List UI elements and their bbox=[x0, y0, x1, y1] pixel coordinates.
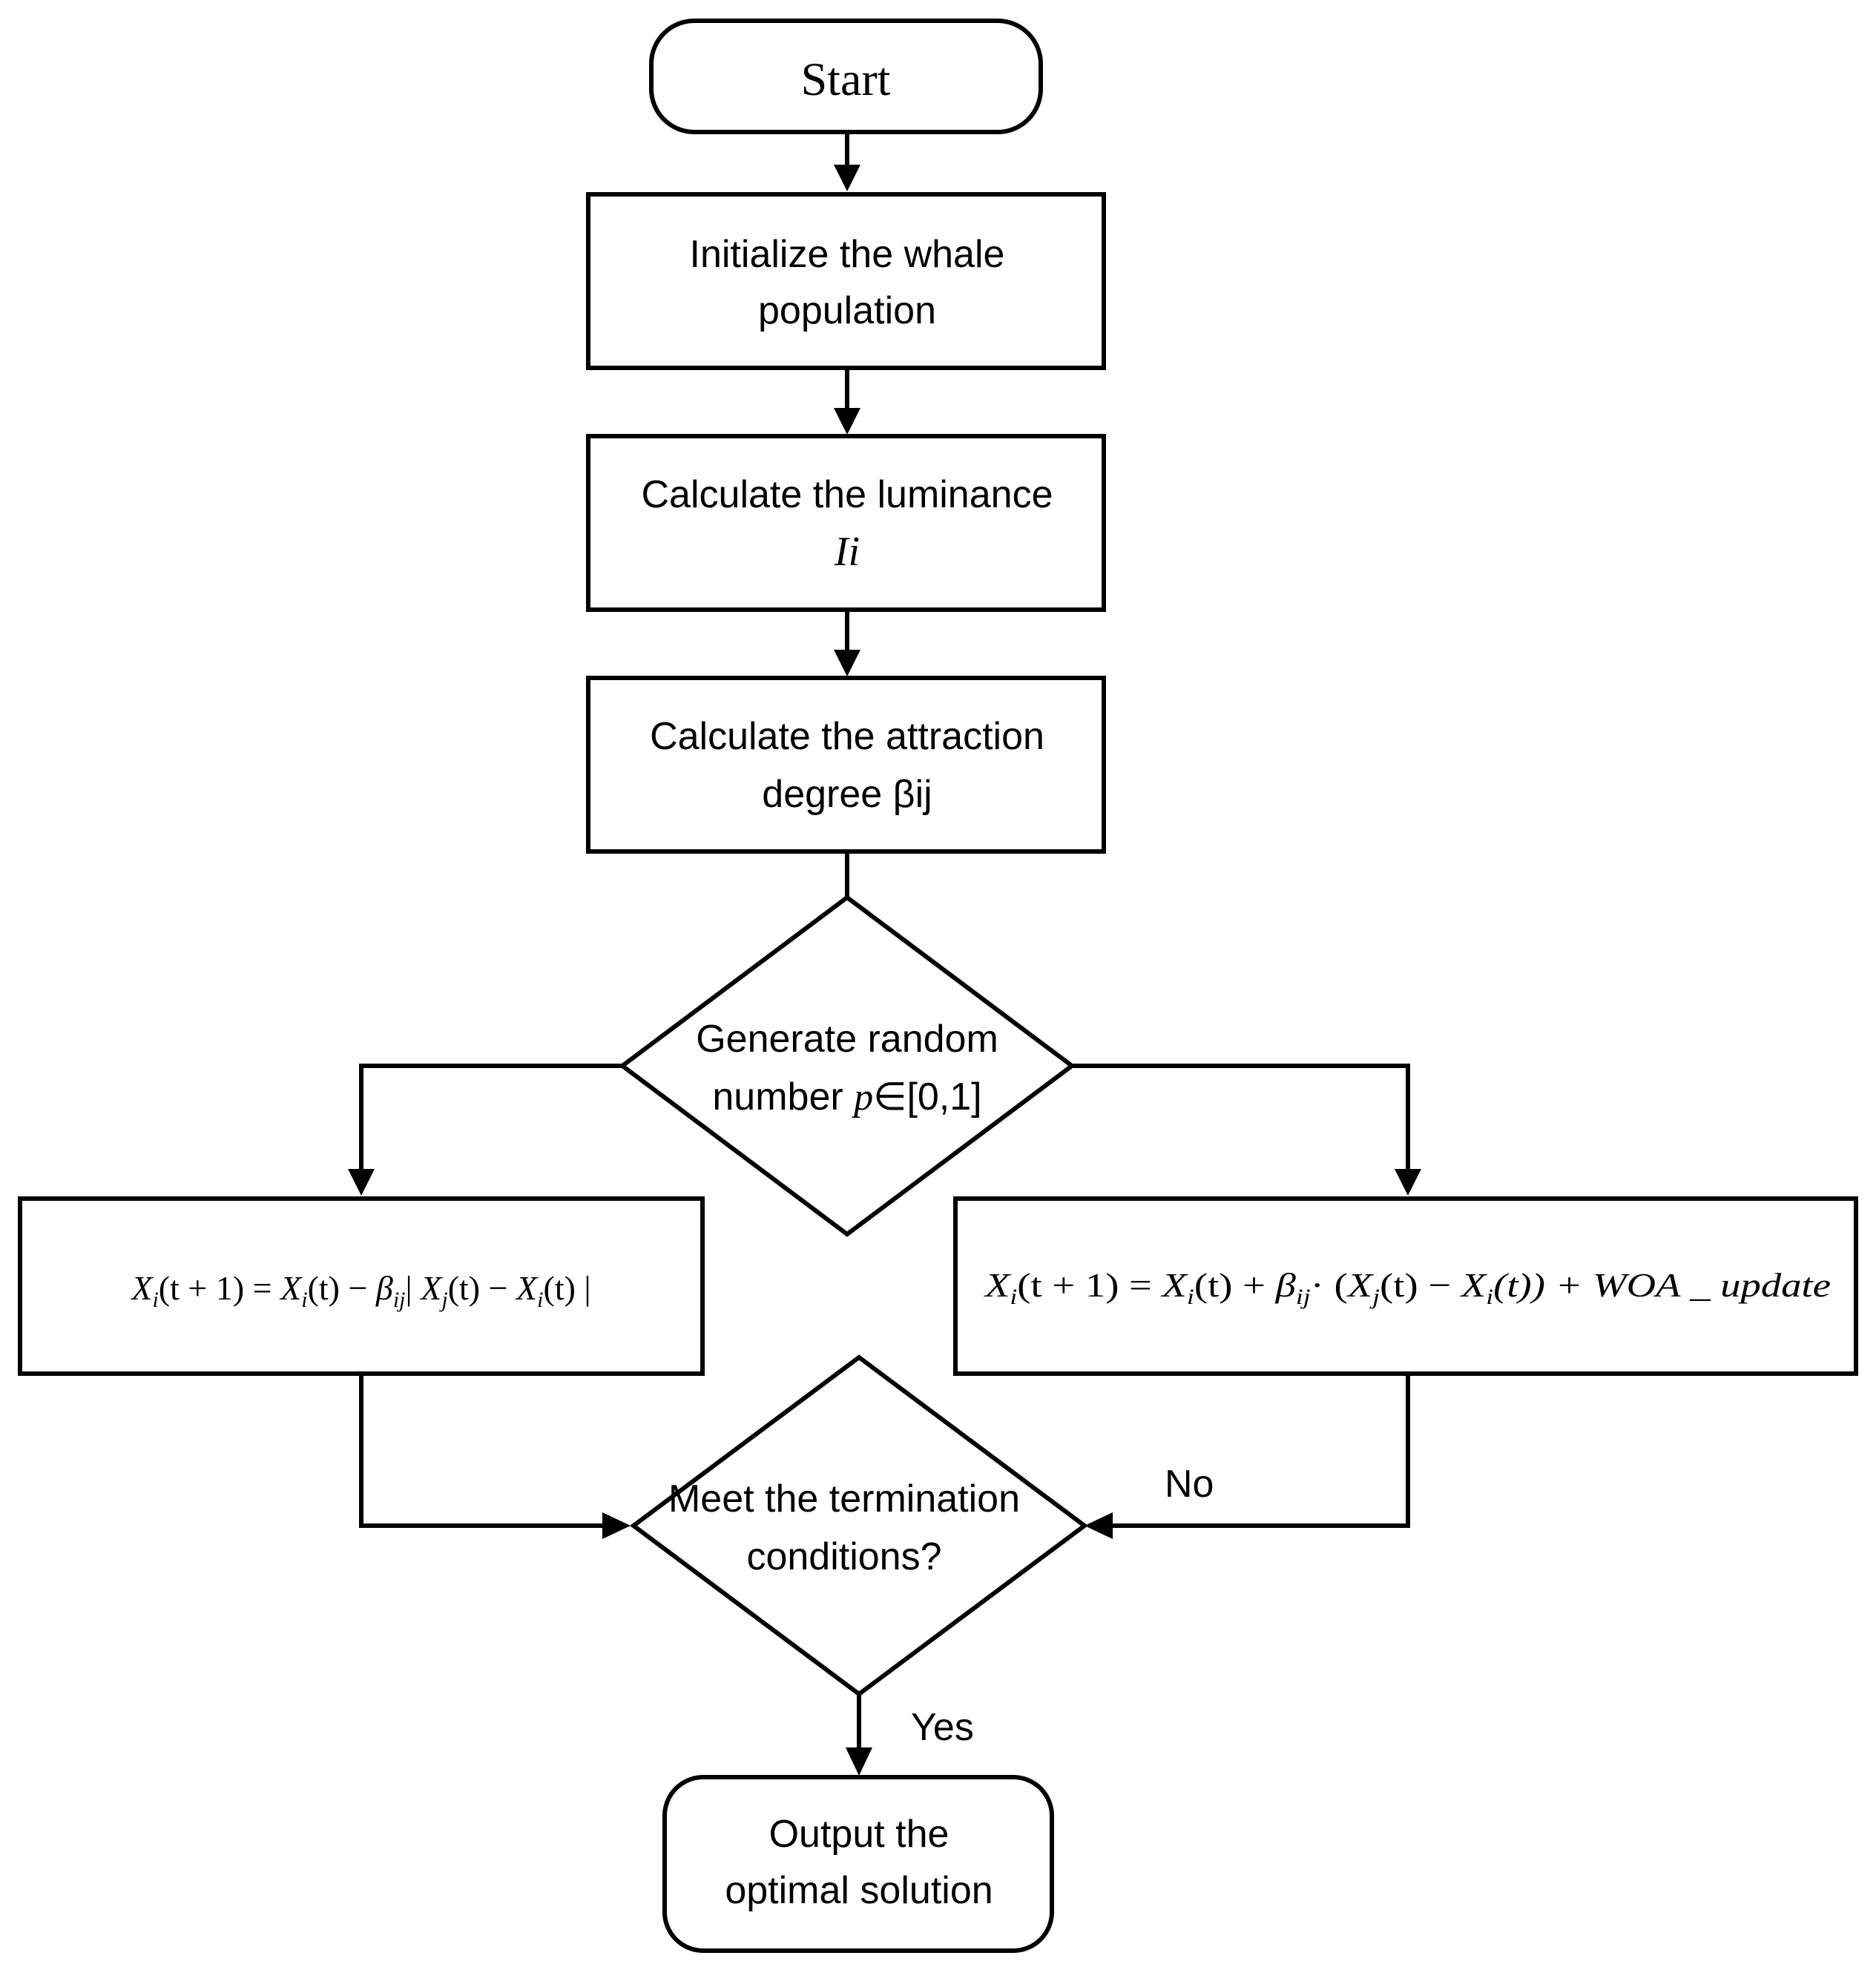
termination-label-line2: conditions? bbox=[746, 1535, 941, 1578]
init-node: Initialize the whale population bbox=[586, 192, 1106, 370]
formula-left-node: Xi(t + 1) = Xi(t) − βij| Xj(t) − Xi(t) | bbox=[18, 1196, 705, 1376]
attraction-label-line2: degree βij bbox=[762, 773, 932, 816]
output-node: Output the optimal solution bbox=[662, 1775, 1054, 1953]
arrow-start-to-init bbox=[834, 132, 860, 191]
arrow-right-to-termination bbox=[1085, 1374, 1410, 1539]
arrow-random-to-right bbox=[1072, 1064, 1421, 1196]
formula-left-text: Xi(t + 1) = Xi(t) − βij| Xj(t) − Xi(t) | bbox=[130, 1269, 590, 1312]
random-label-line2: number p∈[0,1] bbox=[712, 1075, 981, 1118]
start-node: Start bbox=[649, 19, 1043, 134]
init-label-line2: population bbox=[758, 289, 936, 332]
arrow-init-to-luminance bbox=[834, 368, 860, 435]
init-label-line1: Initialize the whale bbox=[690, 233, 1005, 276]
random-decision-node: Generate random number p∈[0,1] bbox=[618, 894, 1076, 1237]
termination-decision-node: Meet the termination conditions? bbox=[629, 1354, 1089, 1697]
random-label-line1: Generate random bbox=[696, 1018, 998, 1061]
output-label-line1: Output the bbox=[769, 1813, 949, 1856]
attraction-node: Calculate the attraction degree βij bbox=[586, 676, 1106, 854]
arrow-random-to-left bbox=[348, 1064, 622, 1196]
luminance-label-line2: Ii bbox=[834, 529, 860, 575]
attraction-label-line1: Calculate the attraction bbox=[650, 715, 1044, 758]
no-label: No bbox=[1165, 1463, 1214, 1506]
arrow-luminance-to-attraction bbox=[834, 610, 860, 676]
luminance-node: Calculate the luminance Ii bbox=[586, 434, 1106, 612]
termination-label-line1: Meet the termination bbox=[668, 1477, 1020, 1520]
output-label-line2: optimal solution bbox=[725, 1869, 993, 1912]
start-label: Start bbox=[801, 53, 891, 105]
arrow-termination-to-output bbox=[846, 1694, 872, 1776]
luminance-label-line1: Calculate the luminance bbox=[642, 473, 1053, 516]
arrow-left-to-termination bbox=[359, 1374, 631, 1539]
yes-label: Yes bbox=[911, 1706, 974, 1749]
